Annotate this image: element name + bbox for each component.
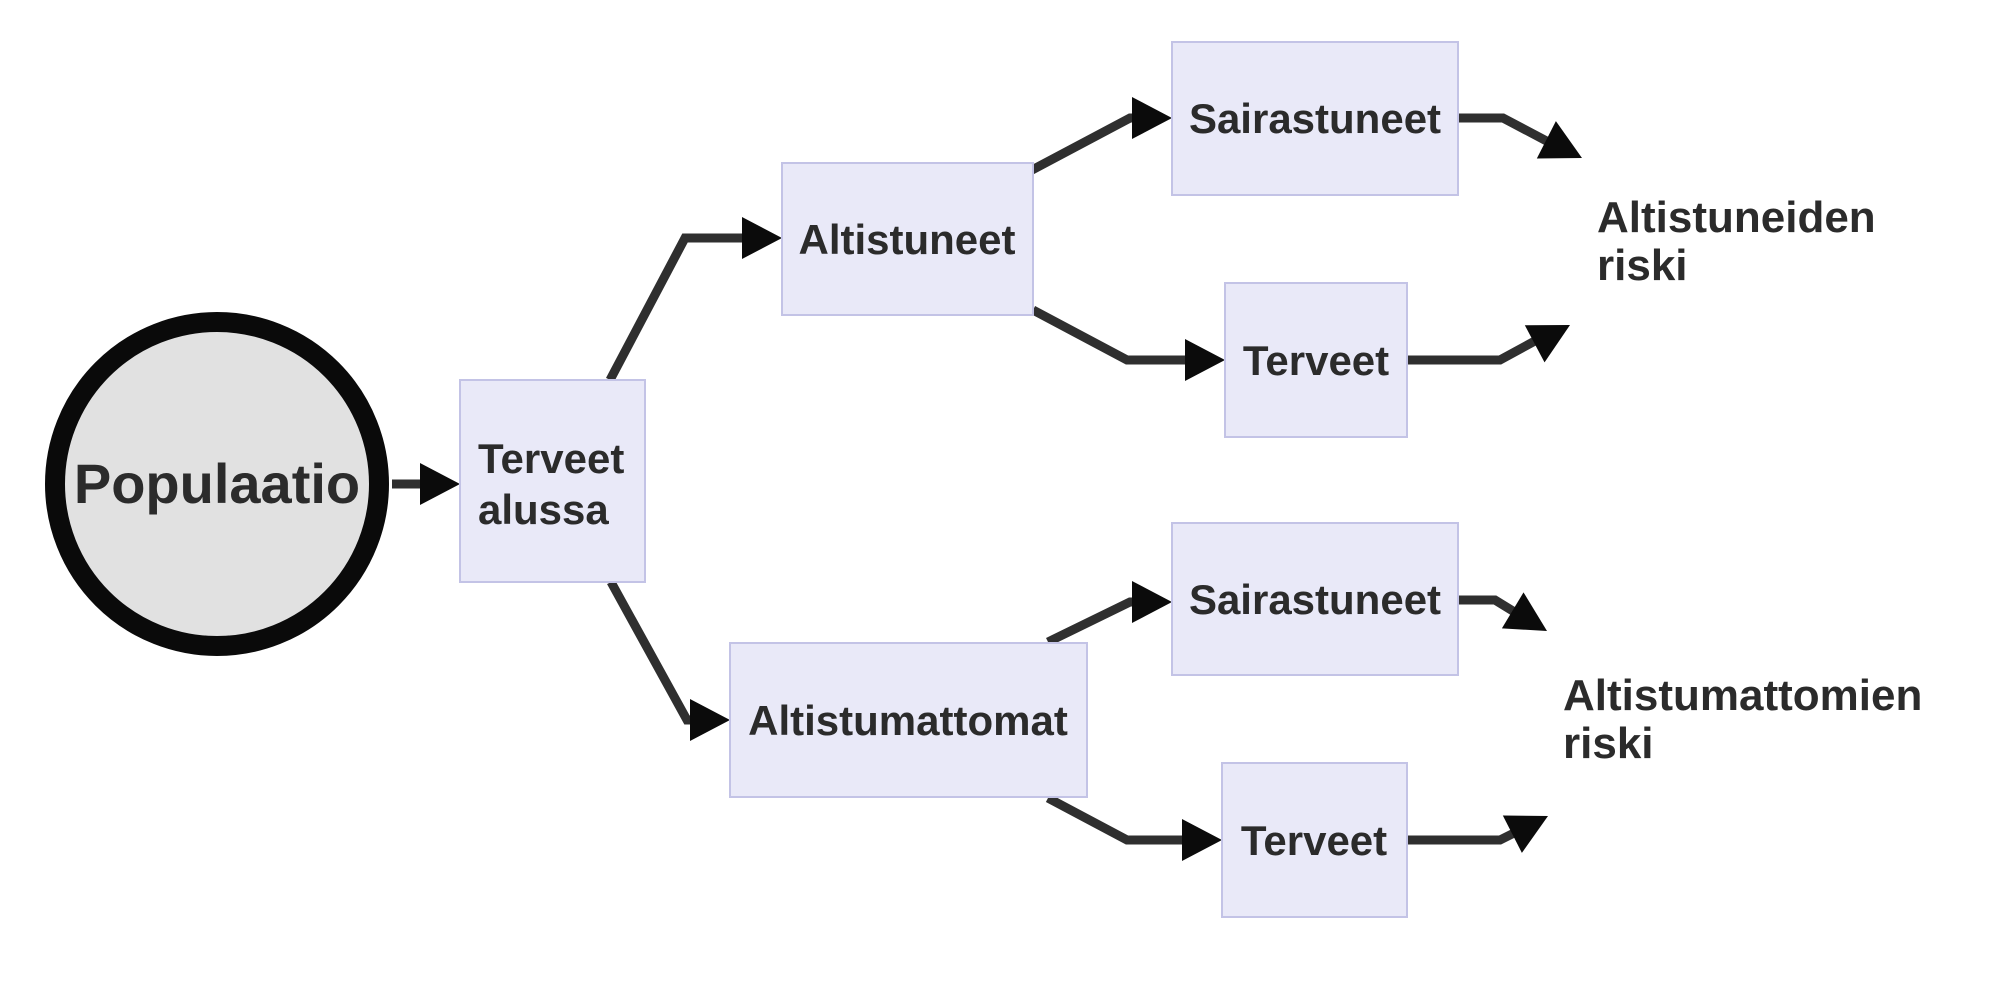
arrowhead-to-start bbox=[420, 463, 460, 505]
edge-start-to-exposed bbox=[606, 233, 752, 383]
edge-unexposed-to-ill bbox=[1046, 597, 1142, 647]
arrowhead-unexposed-healthy-out bbox=[1502, 815, 1548, 853]
population-circle bbox=[45, 312, 389, 656]
healthy-at-start-label-line2: alussa bbox=[478, 486, 609, 533]
population-label: Populaatio bbox=[74, 452, 360, 515]
exposed-healthy-label: Terveet bbox=[1243, 337, 1389, 384]
edge-unexposed-to-healthy bbox=[1045, 794, 1192, 845]
arrowheads bbox=[420, 97, 1582, 861]
healthy-at-start-label-line1: Terveet bbox=[478, 435, 624, 482]
edge-unexposed-ill-out bbox=[1458, 595, 1524, 620]
node-unexposed-healthy: Terveet bbox=[1221, 762, 1408, 918]
edge-exposed-ill-out bbox=[1458, 113, 1559, 150]
label-unexposed-risk: Altistumattomien riski bbox=[1563, 671, 1922, 768]
healthy-at-start-box bbox=[459, 379, 646, 583]
arrowhead-exposed-ill-out bbox=[1536, 121, 1582, 159]
label-exposed-risk: Altistuneiden riski bbox=[1597, 193, 1876, 290]
exposed-risk-line2: riski bbox=[1597, 241, 1688, 290]
unexposed-ill-label: Sairastuneet bbox=[1189, 576, 1441, 623]
node-healthy-at-start: Terveet alussa bbox=[459, 379, 646, 583]
unexposed-label: Altistumattomat bbox=[748, 697, 1068, 744]
edge-exposed-to-ill bbox=[1029, 113, 1142, 174]
exposed-ill-box bbox=[1171, 41, 1459, 196]
arrowhead-to-unexposed bbox=[690, 699, 730, 741]
unexposed-risk-line2: riski bbox=[1563, 719, 1654, 768]
arrowhead-to-unexposed-ill bbox=[1132, 581, 1172, 623]
arrowhead-unexposed-ill-out bbox=[1501, 592, 1547, 631]
node-unexposed-ill: Sairastuneet bbox=[1171, 522, 1459, 676]
exposed-box bbox=[781, 162, 1034, 316]
node-exposed-ill: Sairastuneet bbox=[1171, 41, 1459, 196]
edge-start-to-unexposed bbox=[607, 579, 700, 725]
node-exposed-healthy: Terveet bbox=[1224, 282, 1408, 438]
arrowhead-exposed-healthy-out bbox=[1524, 325, 1570, 363]
unexposed-ill-box bbox=[1171, 522, 1459, 676]
arrowhead-to-exposed-ill bbox=[1132, 97, 1172, 139]
exposed-risk-line1: Altistuneiden bbox=[1597, 193, 1876, 242]
unexposed-box bbox=[729, 642, 1088, 798]
unexposed-risk-line1: Altistumattomien bbox=[1563, 671, 1922, 720]
arrowhead-to-unexposed-healthy bbox=[1182, 819, 1222, 861]
edge-unexposed-healthy-out bbox=[1407, 824, 1525, 845]
unexposed-healthy-label: Terveet bbox=[1241, 817, 1387, 864]
arrowhead-to-exposed bbox=[742, 217, 782, 259]
node-unexposed: Altistumattomat bbox=[729, 642, 1088, 798]
unexposed-healthy-box bbox=[1221, 762, 1408, 918]
node-population: Populaatio bbox=[45, 312, 389, 656]
exposed-ill-label: Sairastuneet bbox=[1189, 95, 1441, 142]
exposed-label: Altistuneet bbox=[798, 216, 1015, 263]
edge-exposed-to-healthy bbox=[1030, 306, 1195, 365]
exposed-healthy-box bbox=[1224, 282, 1408, 438]
node-exposed: Altistuneet bbox=[781, 162, 1034, 316]
arrowhead-to-exposed-healthy bbox=[1185, 339, 1225, 381]
edges bbox=[392, 113, 1559, 845]
edge-exposed-healthy-out bbox=[1407, 332, 1547, 365]
